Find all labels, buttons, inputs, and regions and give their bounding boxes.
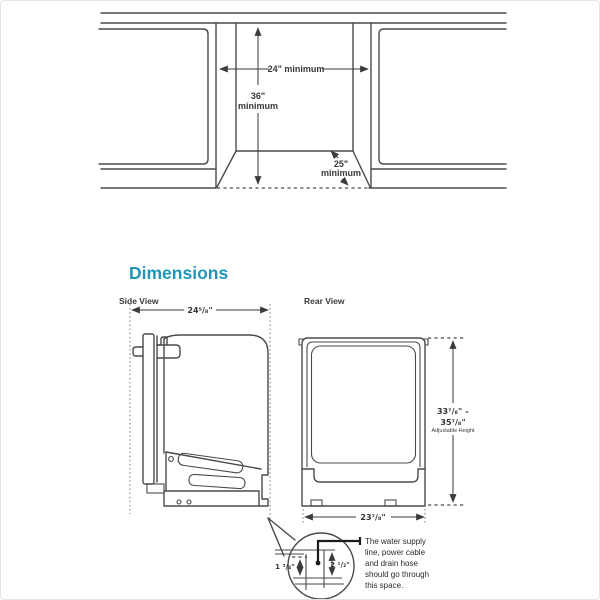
right-cabinet: [368, 22, 507, 189]
callout-circle: [287, 532, 355, 599]
rear-height-label-line1: 33⁷/₈" –: [437, 407, 469, 416]
detail-callout: 1 ³/₄" 2 ¹/₂" The water supply line, pow…: [267, 517, 429, 599]
opening-width-dimension: 24" minimum: [219, 64, 369, 74]
opening-depth-dimension: 25" minimum: [321, 150, 361, 186]
dimensions-section: Dimensions Side View 24⁵/₈": [119, 263, 475, 599]
frame-slot-lower: [188, 473, 246, 490]
note-line-3: and drain hose: [365, 559, 418, 568]
control-bump: [156, 336, 168, 346]
rear-view: Rear View 23⁷/₈": [298, 296, 475, 523]
note-line-5: this space.: [365, 581, 403, 590]
frame-slot-upper: [177, 452, 244, 474]
base-frame: [163, 490, 260, 507]
note-text: The water supply line, power cable and d…: [365, 537, 429, 590]
opening-depth-label-line1: 25": [334, 159, 348, 169]
control-panel: [156, 344, 181, 359]
side-view-label: Side View: [119, 296, 159, 306]
door-handle: [132, 346, 144, 357]
opening-height-label-line2: minimum: [238, 101, 278, 111]
corner-tab-right: [422, 338, 429, 346]
rear-view-width-dimension: 23⁷/₈": [302, 509, 426, 523]
rear-outer-shell: [301, 337, 426, 470]
callout-right-dimension: 2 ¹/₂": [328, 552, 350, 576]
callout-left-dimension: 1 ³/₄": [275, 559, 304, 576]
callout-wedge-line1: [267, 517, 296, 541]
note-line-2: line, power cable: [365, 548, 426, 557]
rear-base: [301, 468, 426, 507]
section-heading: Dimensions: [129, 263, 228, 283]
base-screw-left: [176, 499, 182, 505]
cabinet-clearance-diagram: 24" minimum 36" minimum 25" minimum: [98, 12, 507, 189]
opening-width-label: 24" minimum: [268, 64, 325, 74]
corner-tab-left: [298, 338, 305, 346]
callout-detail-lines: [275, 549, 344, 590]
rear-bottom-notch: [258, 468, 269, 507]
tub-outline: [163, 334, 269, 470]
opening-depth-label-line2: minimum: [321, 168, 361, 178]
rear-height-label-line2: 35⁷/₈": [440, 418, 465, 427]
foot-tab-left: [310, 499, 323, 507]
note-line-4: should go through: [365, 570, 429, 579]
rear-view-width-label: 23⁷/₈": [360, 513, 385, 522]
countertop: [100, 12, 507, 24]
opening-height-label-line1: 36": [251, 91, 265, 101]
rear-view-label: Rear View: [304, 296, 345, 306]
leader-dot: [315, 560, 321, 566]
opening-height-dimension: 36" minimum: [238, 27, 278, 185]
rear-height-note: Adjustable Height: [431, 428, 475, 434]
callout-right-label: 2 ¹/₂": [330, 561, 350, 569]
rear-back-panel: [310, 345, 417, 464]
rear-view-drawing: [298, 337, 429, 507]
side-view-drawing: [132, 333, 269, 507]
side-view-width-label: 24⁵/₈": [187, 306, 212, 315]
side-view-width-dimension: 24⁵/₈": [129, 304, 271, 521]
callout-left-label: 1 ³/₄": [275, 563, 295, 571]
door-panel: [142, 333, 155, 485]
rear-view-height-dimension: 33⁷/₈" – 35⁷/₈" Adjustable Height: [428, 337, 475, 506]
left-cabinet: [98, 22, 217, 189]
base-screw-right: [186, 499, 192, 505]
foot-tab-right: [384, 499, 397, 507]
side-view: Side View 24⁵/₈": [119, 296, 271, 521]
callout-leader: [315, 537, 362, 566]
hinge-pin: [168, 456, 174, 462]
door-bottom-step: [146, 483, 165, 494]
rear-mid-shell: [306, 341, 421, 467]
note-line-1: The water supply: [365, 537, 426, 546]
